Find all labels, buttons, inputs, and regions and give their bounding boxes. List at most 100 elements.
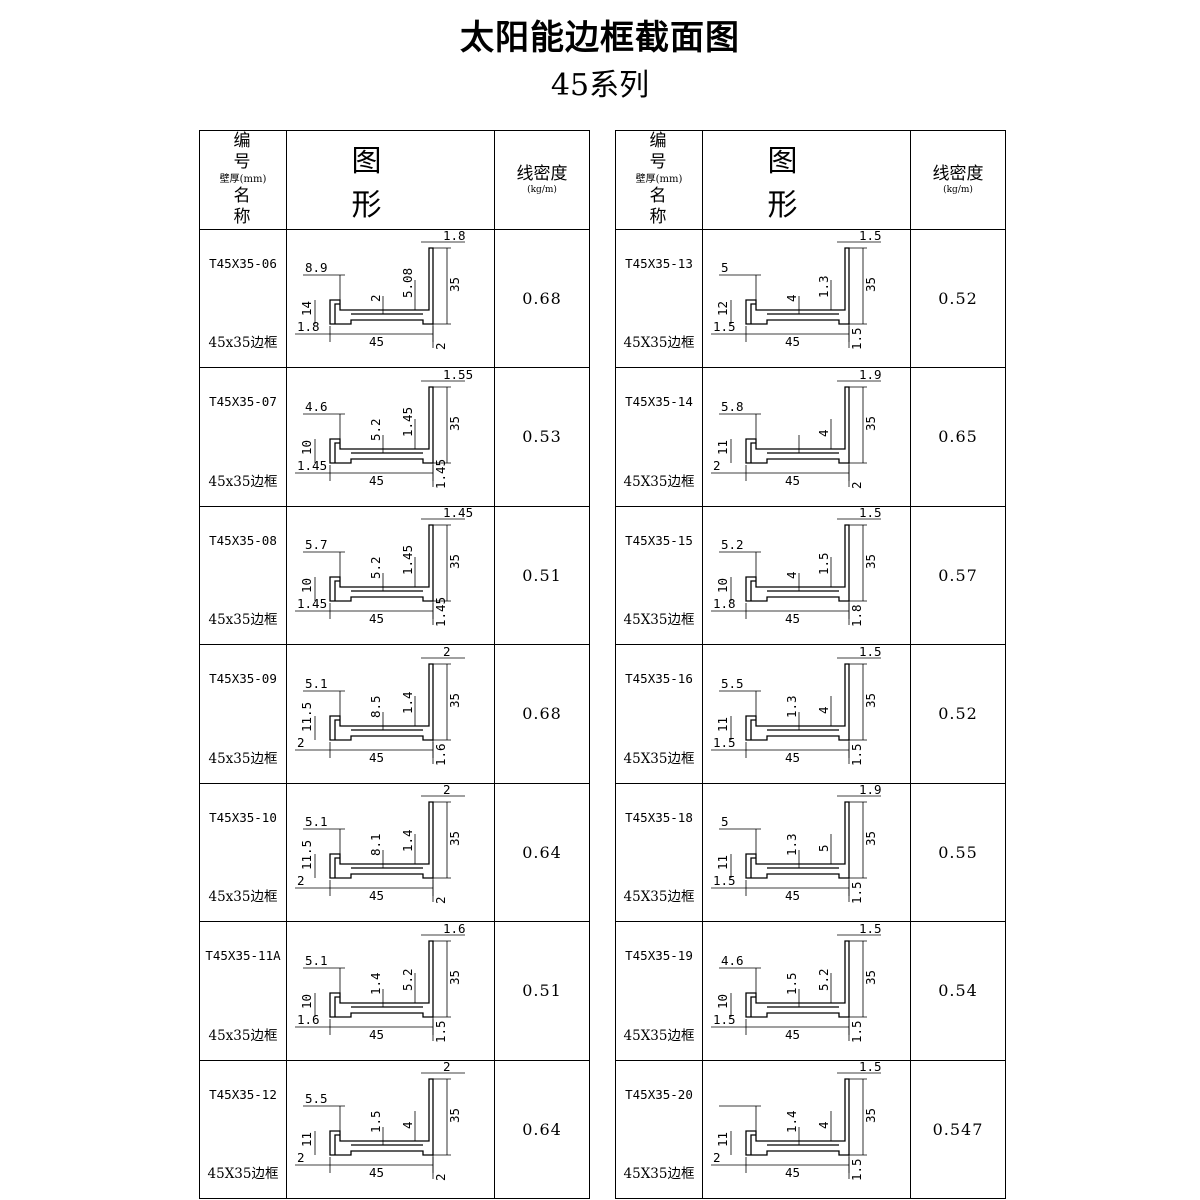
right-spec-table: 编 号 壁厚(mm) 名 称 图 形 线密度 (kg/m) T45X35-13 … <box>615 130 1006 1199</box>
profile-name-cell: T45X35-15 45X35边框 <box>615 505 703 645</box>
dim-height-label: 35 <box>447 970 462 985</box>
dim-lip-height-label: 11.5 <box>299 840 314 870</box>
profile-row: T45X35-09 45x35边框 <box>199 644 590 784</box>
dim-height-label: 35 <box>863 554 878 569</box>
profile-drawing-cell: 2 5.5 2 45 1.5 4 35 11 2 <box>286 1059 495 1199</box>
profile-drawing-cell: 2 5.1 2 45 8.1 1.4 35 11.5 2 <box>286 782 495 922</box>
profile-name-cell: T45X35-20 45X35边框 <box>615 1059 703 1199</box>
profile-drawing-cell: 1.5 5 1.5 45 4 1.3 35 12 1.5 <box>702 228 911 368</box>
dim-base-label: 2 <box>297 735 305 750</box>
dim-lip-line <box>303 1105 345 1132</box>
dim-height-line <box>433 524 451 602</box>
dim-top-label: 2 <box>443 646 451 659</box>
dim-bottom-label: 1.5 <box>849 882 864 905</box>
dim-lip-height-label: 11 <box>715 1132 730 1147</box>
dim-base-label: 2 <box>713 1150 721 1165</box>
profile-drawing-cell: 1.5 5.5 1.5 45 1.3 4 35 11 1.5 <box>702 644 911 784</box>
dim-height-line <box>849 801 867 879</box>
dim-height-line <box>433 247 451 325</box>
profile-lip-inner <box>334 1134 340 1156</box>
profile-drawing: 1.5 2 45 1.4 4 35 11 1.5 <box>711 1061 882 1181</box>
profile-name-cell: T45X35-16 45X35边框 <box>615 644 703 784</box>
dim-width-label: 45 <box>369 1027 384 1042</box>
profile-density: 0.54 <box>910 921 1006 1061</box>
dim-base-label: 1.8 <box>713 596 736 611</box>
dim-base-label: 1.5 <box>713 735 736 750</box>
dim-lip-height-label: 11 <box>715 855 730 870</box>
profile-row: T45X35-07 45x35边框 <box>199 367 590 507</box>
dim-base-label: 1.5 <box>713 319 736 334</box>
dim-height-line <box>849 663 867 741</box>
dim-lip-line <box>719 967 761 993</box>
dim-width-label: 45 <box>369 750 384 765</box>
dim-inner-label: 4 <box>400 1122 415 1130</box>
dim-bottom-label: 1.5 <box>849 328 864 351</box>
header-name-cell: 编 号 壁厚(mm) 名 称 <box>615 130 703 230</box>
dim-inner-label: 5 <box>816 845 831 853</box>
dim-lip-height-label: 11 <box>715 440 730 455</box>
profile-name-cell: T45X35-08 45x35边框 <box>199 505 287 645</box>
dim-base-label: 1.45 <box>297 596 327 611</box>
profile-drawing-cell: 1.5 5.2 1.8 45 4 1.5 35 10 1.8 <box>702 505 911 645</box>
dim-height-line <box>433 801 451 879</box>
profile-drawing: 1.9 5 1.5 45 1.3 5 35 11 1.5 <box>711 784 882 905</box>
dim-lip-height-label: 10 <box>715 994 730 1009</box>
dim-bottom-label: 1.8 <box>849 605 864 628</box>
header-shape-cell: 图 形 <box>702 130 911 230</box>
frame-name: 45X35边框 <box>207 1166 279 1182</box>
profile-outline <box>329 247 434 325</box>
profile-row: T45X35-16 45X35边框 <box>615 644 1006 784</box>
dim-wall-label: 4 <box>784 295 799 303</box>
header-name-cell: 编 号 壁厚(mm) 名 称 <box>199 130 287 230</box>
profile-row: T45X35-20 45X35边框 <box>615 1059 1006 1199</box>
dim-lip-height-label: 12 <box>715 301 730 316</box>
dim-base-label: 2 <box>297 873 305 888</box>
dim-top-label: 1.9 <box>859 784 882 797</box>
dim-lip-label: 5.7 <box>305 537 328 552</box>
profile-name-cell: T45X35-12 45X35边框 <box>199 1059 287 1199</box>
dim-lip-line <box>303 828 345 855</box>
header-name-label: 名 称 <box>233 186 267 228</box>
dim-top-label: 2 <box>443 1061 451 1074</box>
profile-code: T45X35-12 <box>209 1086 277 1102</box>
profile-row: T45X35-14 45X35边框 <box>615 367 1006 507</box>
dim-width-label: 45 <box>785 611 800 626</box>
dim-bottom-label: 1.5 <box>849 1020 864 1043</box>
header-wall-label: 壁厚(mm) <box>635 173 683 185</box>
dim-width-label: 45 <box>369 888 384 903</box>
profile-drawing: 1.5 5.5 1.5 45 1.3 4 35 11 1.5 <box>711 646 882 766</box>
profile-density: 0.55 <box>910 782 1006 922</box>
header-code-label: 编 号 <box>233 131 267 173</box>
dim-bottom-label: 2 <box>433 1174 448 1182</box>
dim-inner-label: 1.45 <box>400 407 415 437</box>
dim-lip-label: 5.2 <box>721 537 744 552</box>
dim-height-label: 35 <box>447 831 462 846</box>
dim-lip-height-label: 10 <box>299 994 314 1009</box>
profile-outline <box>745 247 850 325</box>
dim-bottom-label: 2 <box>433 897 448 905</box>
dim-wall-label: 1.5 <box>368 1111 383 1134</box>
dim-top-label: 1.5 <box>859 646 882 659</box>
profile-name-cell: T45X35-09 45x35边框 <box>199 644 287 784</box>
table-header-row: 编 号 壁厚(mm) 名 称 图 形 线密度 (kg/m) <box>615 130 1006 230</box>
profile-name-cell: T45X35-13 45X35边框 <box>615 228 703 368</box>
header-density-unit: (kg/m) <box>527 184 557 195</box>
profile-drawing-cell: 1.5 4.6 1.5 45 1.5 5.2 35 10 1.5 <box>702 921 911 1061</box>
dim-top-label: 1.5 <box>859 230 882 243</box>
dim-height-label: 35 <box>863 416 878 431</box>
dim-height-line <box>849 1078 867 1156</box>
profile-drawing-cell: 1.45 5.7 1.45 45 5.2 1.45 35 10 1.45 <box>286 505 495 645</box>
dim-lip-label: 5.1 <box>305 676 328 691</box>
header-code-label: 编 号 <box>649 131 683 173</box>
profile-lip-inner <box>750 719 756 740</box>
profile-code: T45X35-15 <box>625 532 693 548</box>
profile-density: 0.57 <box>910 505 1006 645</box>
page-title: 太阳能边框截面图 <box>460 18 740 58</box>
header-density-label: 线密度 <box>932 163 984 184</box>
dim-width-label: 45 <box>785 1165 800 1180</box>
profile-name-cell: T45X35-07 45x35边框 <box>199 367 287 507</box>
dim-lip-line <box>719 1105 761 1132</box>
dim-inner-label: 5.2 <box>400 968 415 991</box>
dim-base-label: 1.8 <box>297 319 320 334</box>
dim-inner-label: 1.4 <box>400 691 415 714</box>
